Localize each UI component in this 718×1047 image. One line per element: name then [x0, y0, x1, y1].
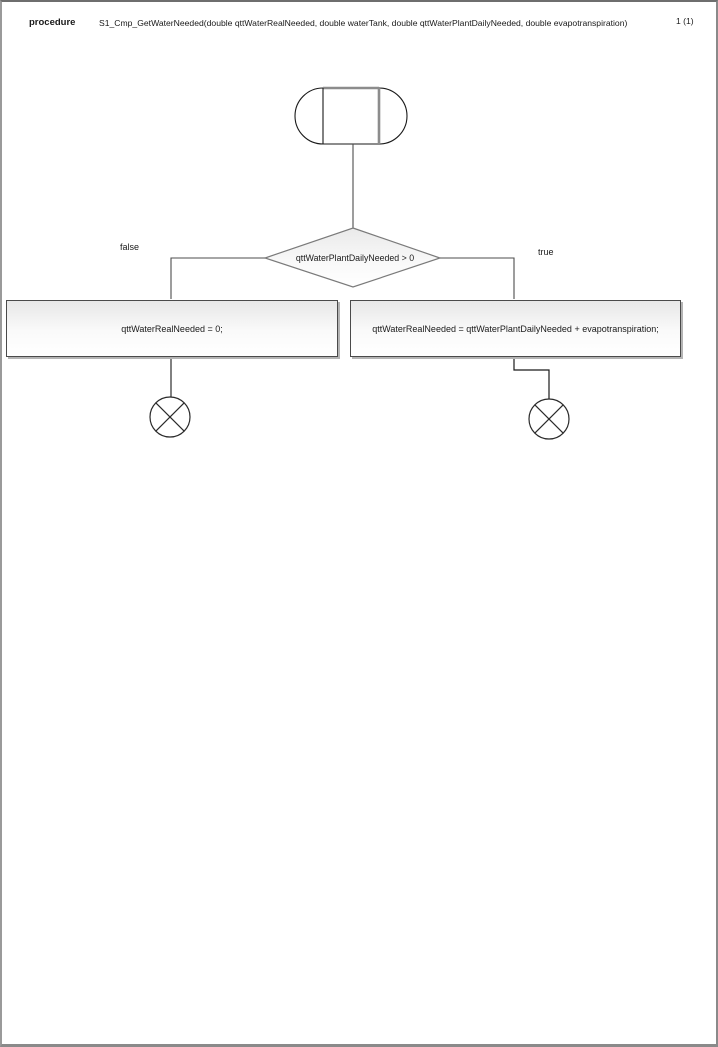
- false-branch-connector: [170, 257, 265, 299]
- flow-final-left-icon: [149, 396, 191, 438]
- page-number: 1 (1): [676, 16, 694, 26]
- flow-final-right-icon: [528, 398, 570, 440]
- decision-diamond: [263, 227, 442, 288]
- action-node-true-branch: qttWaterRealNeeded = qttWaterPlantDailyN…: [350, 300, 681, 357]
- true-action-statement: qttWaterRealNeeded = qttWaterPlantDailyN…: [372, 323, 659, 334]
- procedure-signature: S1_Cmp_GetWaterNeeded(double qttWaterRea…: [99, 18, 628, 28]
- false-guard-label: false: [120, 242, 140, 252]
- false-action-statement: qttWaterRealNeeded = 0;: [121, 323, 223, 334]
- true-action-to-final-connector: [513, 356, 550, 399]
- true-guard-label: true: [538, 247, 554, 257]
- decision-condition-text: qttWaterPlantDailyNeeded > 0: [295, 253, 415, 263]
- action-node-false-branch: qttWaterRealNeeded = 0;: [6, 300, 338, 357]
- start-node-shape: [294, 86, 408, 145]
- procedure-kind-label: procedure: [29, 17, 76, 28]
- true-branch-connector: [440, 257, 515, 299]
